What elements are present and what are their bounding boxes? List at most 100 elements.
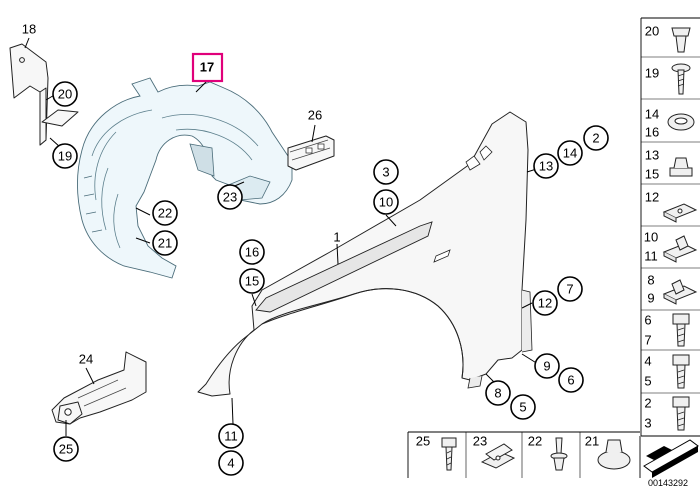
legend-label: 3 [644,416,651,431]
callout-10: 10 [373,189,399,215]
bracket-part-18 [9,43,79,146]
legend-label: 2 [644,396,651,411]
legend-label: 5 [644,374,651,389]
spring-clip-icon [480,443,516,469]
legend-item-21: 21 [585,434,631,470]
callout-9: 9 [534,353,560,379]
legend-label: 20 [645,24,659,39]
hex-bolt-icon [672,396,690,431]
callout-label: 17 [200,60,214,75]
legend-label: 15 [645,167,659,182]
bolt-icon [441,437,457,471]
callout-label: 19 [58,149,72,164]
callout-22: 22 [152,200,178,226]
legend-label: 10 [644,230,658,245]
callout-8: 8 [485,380,511,406]
callout-label: 4 [227,456,234,471]
clip-nut-icon [662,203,698,223]
legend-column: 20 19 14 16 [640,17,700,437]
callout-label: 1 [333,230,340,245]
callout-4: 4 [218,450,244,476]
callout-2: 2 [583,125,609,151]
lower-bracket-part-24 [51,351,147,425]
callout-21: 21 [152,230,178,256]
nut-cap-icon [669,157,693,177]
legend-label: 16 [645,125,659,140]
legend-label: 12 [645,190,659,205]
callout-24: 24 [79,352,93,367]
callout-label: 14 [563,146,577,161]
legend-label: 13 [645,148,659,163]
expanding-rivet-icon [550,437,568,471]
legend-item-20: 20 [641,24,700,58]
callout-14: 14 [557,140,583,166]
callout-label: 8 [494,386,501,401]
callout-label: 10 [379,195,393,210]
callout-label: 22 [158,206,172,221]
legend-label: 19 [645,66,659,81]
callout-label: 6 [567,373,574,388]
callout-label: 2 [592,131,599,146]
callout-15: 15 [239,268,265,294]
callout-3: 3 [373,159,399,185]
callout-20: 20 [52,81,78,107]
callout-label: 21 [158,236,172,251]
callout-16: 16 [239,239,265,265]
wheel-arch-liner-part-17 [77,77,293,279]
legend-label: 14 [645,107,659,122]
callout-12: 12 [532,290,558,316]
callout-label: 7 [566,282,573,297]
legend-item-25: 25 [416,434,457,471]
legend-row: 25 23 22 21 [407,431,699,478]
front-fender-part-1 [197,111,533,397]
legend-label: 8 [647,273,654,288]
legend-item-22: 22 [528,434,568,471]
legend-item-23: 23 [473,434,516,469]
callout-label: 26 [308,108,322,123]
callout-label: 23 [223,190,237,205]
callout-25: 25 [53,436,79,462]
callout-18: 18 [22,22,36,37]
callout-label: 18 [22,22,36,37]
legend-item-4-5: 4 5 [641,354,700,394]
callout-label: 3 [382,165,389,180]
legend-item-2-3: 2 3 [644,396,690,431]
callout-1: 1 [333,230,340,245]
legend-label: 22 [528,434,542,449]
legend-item-14-16: 14 16 [641,107,700,143]
callout-17-highlighted: 17 [191,52,224,83]
hex-bolt-icon [672,354,690,389]
legend-item-8-9: 8 9 [641,273,700,311]
callout-label: 25 [59,442,73,457]
legend-label: 21 [585,434,599,449]
legend-label: 11 [644,249,658,264]
callout-19: 19 [52,143,78,169]
legend-item-12: 12 [641,190,700,227]
callout-6: 6 [558,367,584,393]
small-bracket-part-26 [287,135,335,171]
callout-label: 24 [79,352,93,367]
legend-label: 7 [644,333,651,348]
callout-label: 16 [245,245,259,260]
clip-nut-icon [662,279,698,305]
callout-label: 12 [538,296,552,311]
legend-label: 6 [644,313,651,328]
legend-label: 9 [647,291,654,306]
legend-label: 4 [644,354,651,369]
callout-label: 20 [58,87,72,102]
callout-label: 9 [543,359,550,374]
callout-23: 23 [217,184,243,210]
callout-26: 26 [308,108,322,123]
clip-nut-icon [662,235,698,263]
callout-5: 5 [510,394,536,420]
callout-7: 7 [557,276,583,302]
screw-icon [671,63,691,95]
push-rivet-icon [671,27,691,53]
legend-item-6-7: 6 7 [641,313,700,351]
legend-item-19: 19 [641,63,700,100]
reference-number: 00143292 [648,478,688,488]
legend-item-10-11: 10 11 [641,230,700,269]
callout-11: 11 [218,423,244,449]
domed-nut-icon [597,439,631,470]
